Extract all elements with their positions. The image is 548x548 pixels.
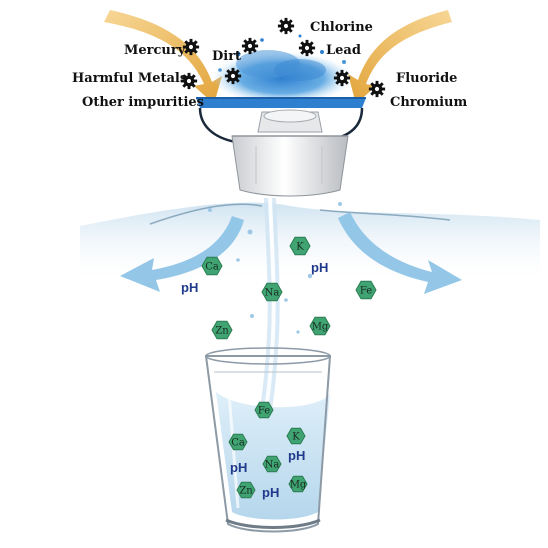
right-incoming-arrow-icon [348,10,452,104]
label-chromium: Chromium [390,95,467,110]
mineral-k-stream: K [289,236,311,256]
svg-text:Zn: Zn [215,326,229,337]
ph-label-glass-right: pH [288,448,305,463]
gear-icon [368,80,386,98]
mineral-na-stream: Na [261,282,283,302]
ph-label-stream-right: pH [311,260,328,275]
svg-text:Ca: Ca [205,262,219,273]
hexagon-icon [309,316,331,336]
gear-icon [241,37,259,55]
water-stream [208,197,342,422]
left-outgoing-arrow-icon [120,216,244,292]
label-chlorine: Chlorine [310,20,373,35]
gear-icon [180,72,198,90]
right-outgoing-arrow-icon [338,212,462,294]
svg-text:Fe: Fe [360,286,372,297]
gear-icon [224,67,242,85]
label-dirt: Dirt [212,49,241,64]
mineral-ca-stream: Ca [201,256,223,276]
hexagon-icon [288,475,308,493]
mineral-fe-glass: Fe [254,401,274,419]
mineral-mg-glass: Mg [288,475,308,493]
gear-icon [277,17,295,35]
ph-label-glass-left: pH [230,460,247,475]
svg-text:Mg: Mg [312,322,329,333]
svg-text:Na: Na [265,288,280,299]
ph-label-stream-left: pH [181,280,198,295]
hexagon-icon [236,481,256,499]
hexagon-icon [262,455,282,473]
hexagon-icon [254,401,274,419]
hexagon-icon [355,280,377,300]
hexagon-icon [289,236,311,256]
mineral-ca-glass: Ca [228,433,248,451]
gear-icon [333,69,351,87]
svg-text:K: K [292,432,300,443]
svg-text:Na: Na [265,460,280,471]
label-fluoride: Fluoride [396,71,457,86]
mineral-k-glass: K [286,427,306,445]
top-water-splash [212,34,352,104]
svg-text:K: K [296,242,304,253]
svg-text:Mg: Mg [290,480,307,491]
gear-icon [182,38,200,56]
left-incoming-arrow-icon [104,10,222,104]
mineral-mg-stream: Mg [309,316,331,336]
mineral-na-glass: Na [262,455,282,473]
svg-text:Fe: Fe [258,406,270,417]
mineral-fe-stream: Fe [355,280,377,300]
label-lead: Lead [326,43,361,58]
hexagon-icon [211,320,233,340]
mineral-zn-glass: Zn [236,481,256,499]
ph-label-glass-bottom: pH [262,485,279,500]
svg-text:Zn: Zn [239,486,253,497]
label-harmful-metals: Harmful Metals [72,71,187,86]
label-other-impurities: Other impurities [82,95,204,110]
svg-text:Ca: Ca [231,438,245,449]
hexagon-icon [286,427,306,445]
hexagon-icon [261,282,283,302]
label-mercury: Mercury [124,43,186,58]
filter-cartridge [231,109,349,197]
gear-icon [298,39,316,57]
hexagon-icon [201,256,223,276]
mineral-zn-stream: Zn [211,320,233,340]
hexagon-icon [228,433,248,451]
